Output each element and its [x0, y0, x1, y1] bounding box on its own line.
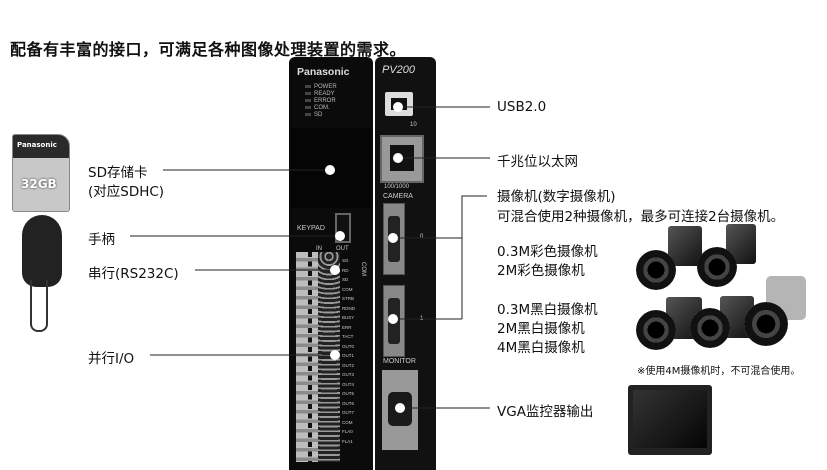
color-03m-label: 0.3M彩色摄像机 [497, 244, 598, 260]
led-sd: SD [305, 112, 322, 118]
in-label: IN [316, 246, 322, 252]
keypad-image [22, 215, 62, 287]
color-2m-label: 2M彩色摄像机 [497, 263, 585, 279]
mono-camera-4m-lens [744, 302, 788, 346]
color-camera-1-body [668, 226, 702, 266]
pin-label: COM [342, 419, 353, 425]
pin-label: OUT0 [342, 343, 355, 349]
sdhc-label: (对应SDHC) [88, 184, 165, 200]
pin-label: OUT4 [342, 381, 355, 387]
monitor-label: MONITOR [383, 358, 416, 365]
page-title: 配备有丰富的接口，可满足各种图像处理装置的需求。 [10, 40, 407, 59]
com-label: COM [360, 262, 366, 276]
pin-label: FLA1 [342, 438, 353, 444]
camera-bracket [461, 195, 487, 319]
ethernet-dot [393, 153, 403, 163]
terminal-block-out [318, 252, 340, 462]
ethernet-label: 千兆位以太网 [497, 154, 578, 170]
pin-label: ERR [342, 324, 352, 330]
mono-2m-label: 2M黑白摄像机 [497, 321, 585, 337]
usb-label: USB2.0 [497, 99, 547, 115]
keypad-label: 手柄 [88, 232, 115, 248]
camera-description: 可混合使用2种摄像机，最多可连接2台摄像机。 [497, 209, 785, 225]
pin-label: RDND [342, 305, 355, 311]
mono-4m-label: 4M黑白摄像机 [497, 340, 585, 356]
serial-dot [330, 265, 340, 275]
pin-label: FLA0 [342, 429, 353, 434]
mono-camera-2-lens [690, 308, 730, 348]
keypad-cord [30, 280, 48, 332]
out-label: OUT [336, 246, 349, 252]
camera-label: CAMERA [383, 193, 413, 200]
serial-label: 串行(RS232C) [88, 266, 179, 282]
pin-label: COM [342, 286, 353, 292]
mixing-note: ※使用4M摄像机时，不可混合使用。 [637, 366, 801, 377]
pin-label: SD [342, 277, 349, 282]
ethernet-port [380, 135, 424, 183]
camera-port-0-label: 0 [420, 234, 424, 240]
device-brand: Panasonic [297, 66, 350, 78]
pin-label: OUT3 [342, 372, 355, 377]
sd-card-capacity: 32GB [21, 177, 57, 191]
keypad-port-label: KEYPAD [297, 225, 325, 232]
sd-card-brand: Panasonic [17, 141, 57, 149]
mono-03m-label: 0.3M黑白摄像机 [497, 302, 598, 318]
parallel-dot [330, 350, 340, 360]
sd-dot [325, 165, 335, 175]
led-ready: READY [305, 91, 335, 97]
pin-label: TACT [342, 334, 354, 339]
vga-dot [395, 403, 405, 413]
keypad-dot [335, 231, 345, 241]
pin-label: STRB [342, 296, 355, 301]
color-camera-2-lens [697, 247, 737, 287]
mono-camera-1-lens [636, 310, 676, 350]
led-error: ERROR [305, 98, 336, 104]
vga-monitor-image [628, 385, 712, 455]
pin-label: RD [342, 267, 349, 273]
pin-label: OUT6 [342, 400, 355, 406]
parallel-io-label: 并行I/O [88, 351, 135, 367]
usb-port-label: 10 [410, 122, 417, 128]
pin-label: SG [342, 258, 349, 263]
usb-dot [393, 102, 403, 112]
camera-0-dot [388, 233, 398, 243]
vga-label: VGA监控器输出 [497, 404, 594, 420]
led-power: POWER [305, 84, 337, 90]
led-indicators: POWER READY ERROR COM. SD [305, 84, 337, 119]
camera-title: 摄像机(数字摄像机) [497, 189, 616, 205]
color-camera-1-lens [636, 250, 676, 290]
device-model: PV200 [382, 64, 416, 76]
sd-card-image: Panasonic 32GB [12, 134, 70, 212]
pin-label: OUT2 [342, 362, 355, 368]
pin-label: OUT1 [342, 353, 355, 358]
pin-label: BUSY [342, 315, 355, 320]
camera-1-dot [388, 314, 398, 324]
lan-port-label: 100/1000 [384, 184, 410, 190]
pin-label: OUT7 [342, 410, 355, 415]
pin-label: OUT5 [342, 391, 355, 396]
led-com: COM. [305, 105, 330, 111]
sd-card-label: SD存储卡 [88, 165, 148, 181]
